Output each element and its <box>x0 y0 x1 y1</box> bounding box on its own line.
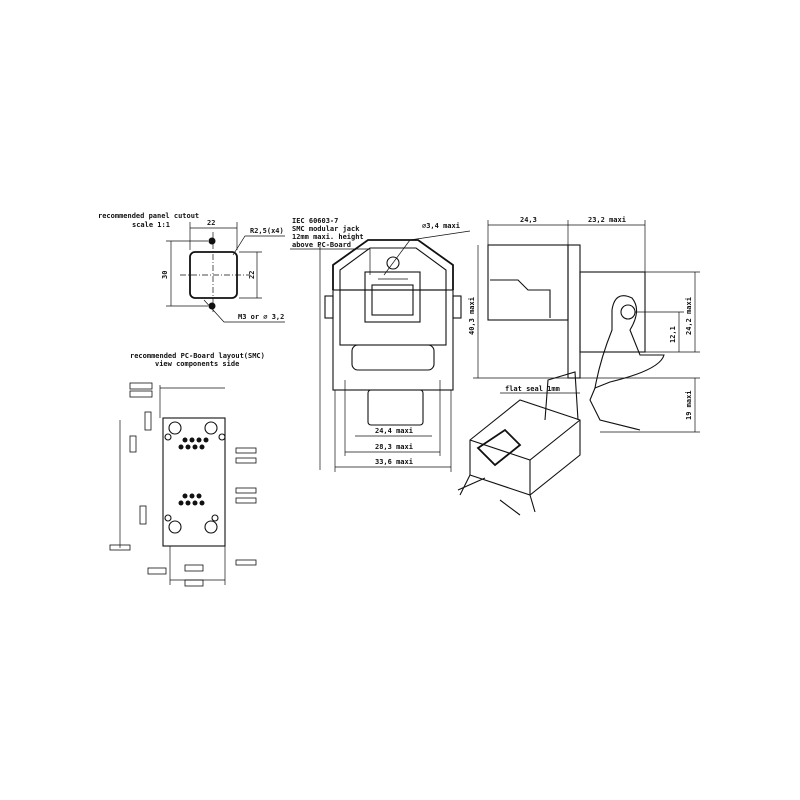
cutout-height-dim: 30 <box>161 270 169 279</box>
isometric-view-drawing <box>457 371 581 516</box>
cutout-screw-label: M3 or ⌀ 3,2 <box>238 313 285 321</box>
pcb-layout-title: recommended PC-Board layout(SMC) <box>130 352 265 360</box>
side-height: 40,3 maxi <box>468 297 476 335</box>
jack-note-1: IEC 60603-7 <box>292 217 339 225</box>
lever-height: 24,2 maxi <box>685 297 693 335</box>
front-dim-2: 28,3 maxi <box>375 443 413 451</box>
cutout-radius-label: R2,5(x4) <box>250 227 284 235</box>
front-view-drawing <box>290 230 471 472</box>
lever-offset: 12,1 <box>669 326 677 343</box>
panel-cutout-scale: scale 1:1 <box>132 221 170 229</box>
cutout-inner-height-dim: 22 <box>248 270 256 279</box>
jack-note-4: above PC-Board <box>292 241 352 249</box>
panel-cutout-title: recommended panel cutout <box>98 212 200 220</box>
hole-dim: ⌀3,4 maxi <box>422 222 460 230</box>
panel-cutout-drawing <box>166 222 285 323</box>
side-view-drawing <box>473 220 700 433</box>
side-depth-rear: 23,2 maxi <box>588 216 626 224</box>
pcb-layout-subtitle: view components side <box>155 360 240 368</box>
front-dim-1: 24,4 maxi <box>375 427 413 435</box>
pcb-layout-drawing <box>109 382 257 587</box>
jack-note-2: SMC modular jack <box>292 225 360 233</box>
jack-note-3: 12mm maxi. height <box>292 233 364 241</box>
cutout-width-dim: 22 <box>207 219 216 227</box>
seal-label: flat seal 1mm <box>505 385 560 393</box>
lever-extra: 19 maxi <box>685 390 693 420</box>
side-depth-front: 24,3 <box>520 216 537 224</box>
front-dim-3: 33,6 maxi <box>375 458 413 466</box>
